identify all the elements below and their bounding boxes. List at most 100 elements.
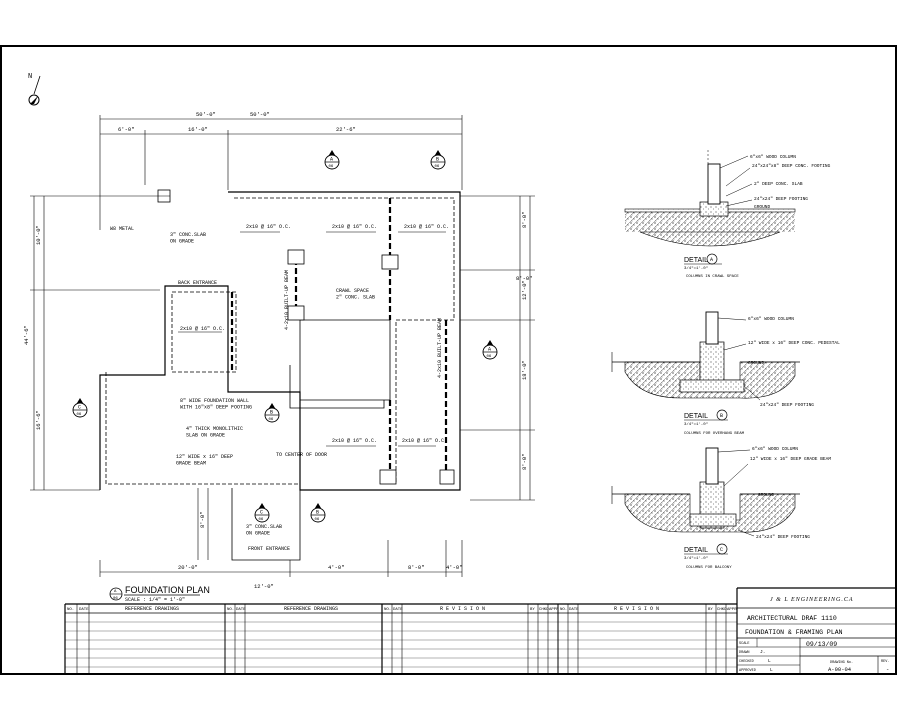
dim-right-d: 8'-0"	[521, 453, 528, 470]
section-marker-sheet: 06	[259, 518, 264, 522]
detail-a-note-2: 24"x24"x8" DEEP CONC. FOOTING	[752, 163, 831, 169]
dim-bottom-a: 20'-0"	[178, 564, 198, 571]
drawing-no: A-00-04	[828, 666, 852, 673]
detail-a-note-3: 2" DEEP CONC. SLAB	[754, 181, 803, 187]
section-marker-1: A06	[324, 150, 340, 170]
detail-b-note-4: 24"x24" DEEP FOOTING	[760, 402, 814, 408]
rev-header-chkd-1: CHKD	[539, 608, 549, 612]
dim-side-small: 8'-0"	[199, 511, 206, 528]
detail-c-caption: COLUMNS FOR BALCONY	[686, 566, 732, 570]
drawing-no-label: DRAWING No.	[830, 661, 853, 665]
dim-bottom-d: 4'-0"	[446, 564, 463, 571]
detail-c-note-1: 6"x6" WOOD COLUMN	[752, 446, 798, 452]
dim-right-b: 12'-0"	[521, 280, 528, 300]
section-marker-sheet: 06	[435, 165, 440, 169]
detail-c: 6"x6" WOOD COLUMN 12" WIDE x 16" DEEP GR…	[611, 446, 831, 570]
columns	[287, 249, 455, 485]
note-joist-f: 2x10 @ 16" O.C.	[402, 438, 447, 444]
note-front-entrance: FRONT ENTRANCE	[248, 546, 290, 552]
detail-b-note-2: 12" WIDE x 16" DEEP CONC. PEDESTAL	[748, 340, 840, 346]
detail-a: 6"x6" WOOD COLUMN 24"x24"x8" DEEP CONC. …	[624, 150, 831, 279]
note-center-of-door: TO CENTER OF DOOR	[276, 452, 327, 458]
dim-overall-top-center: 50'-0"	[250, 111, 270, 118]
dim-overall-top: 50'-0"	[196, 111, 216, 118]
section-marker-id: A	[330, 157, 333, 163]
course-name: ARCHITECTURAL DRAF 1110	[747, 615, 837, 622]
detail-a-scale: 3/4"=1'-0"	[684, 266, 708, 271]
detail-c-note-2: 12" WIDE x 16" DEEP GRADE BEAM	[750, 456, 831, 462]
title-block-grid	[64, 587, 897, 674]
detail-b-caption: COLUMNS FOR OVERHANG BEAM	[684, 432, 745, 436]
north-arrow-icon: N	[28, 73, 41, 106]
ref-header-drawings-2: REFERENCE DRAWINGS	[284, 606, 338, 612]
dim-left-overall: 44'-6"	[23, 325, 30, 345]
company-name: J & L ENGINEERING.CA	[770, 597, 854, 603]
drawing-sheet	[0, 45, 897, 675]
dim-side-right: 8'-0"	[516, 275, 533, 282]
rev-label: REV.	[881, 660, 889, 664]
svg-text:A: A	[114, 590, 117, 594]
date-value: 09/13/09	[806, 641, 837, 648]
building-outline	[99, 189, 461, 561]
note-joist-c: 2x10 @ 16" O.C.	[404, 224, 449, 230]
dim-right-c: 18'-0"	[521, 360, 528, 380]
section-marker-2: B 06	[430, 150, 446, 170]
section-marker-3: C06	[72, 398, 88, 418]
dim-bottom-c: 8'-0"	[408, 564, 425, 571]
detail-a-note-4: 24"x24" DEEP FOOTING	[754, 196, 808, 202]
detail-c-note-4: 24"x24" DEEP FOOTING	[756, 534, 810, 540]
note-joist-a: 2x10 @ 16" O.C.	[332, 224, 377, 230]
section-marker-5: B 06	[264, 403, 280, 423]
detail-a-id: A	[710, 257, 713, 263]
north-label: N	[28, 73, 32, 81]
note-joist-d: 2x10 @ 16" O.C.	[180, 326, 225, 332]
section-marker-sheet: 06	[487, 355, 492, 359]
section-marker-sheet: 06	[269, 418, 274, 422]
rev-header-by-2: BY	[708, 608, 713, 612]
section-marker-sheet: 06	[315, 518, 320, 522]
rev-header-appr-1: APPR	[549, 608, 559, 612]
note-joist-e: 2x10 @ 16" O.C.	[332, 438, 377, 444]
detail-b-note-3: GROUND	[748, 360, 765, 366]
rev-header-date-2: DATE	[569, 608, 579, 612]
drawn-value: J.	[760, 649, 765, 655]
section-marker-id: C	[260, 510, 263, 516]
plan-title: FOUNDATION PLAN	[125, 585, 210, 595]
dim-bottom-b: 4'-0"	[328, 564, 345, 571]
drawing-title: FOUNDATION & FRAMING PLAN	[745, 629, 843, 636]
dim-top-c: 22'-6"	[336, 126, 356, 133]
note-joist-b: 2x10 @ 16" O.C.	[246, 224, 291, 230]
ref-header-date-1: DATE	[79, 608, 89, 612]
rev-header-date-1: DATE	[393, 608, 403, 612]
detail-c-scale: 3/4"=1'-0"	[684, 556, 708, 561]
approved-value: L	[770, 667, 773, 673]
section-marker-id: B	[316, 510, 319, 516]
section-marker-7: B 06	[310, 503, 326, 523]
plan-title-block: A 06 FOUNDATION PLAN SCALE : 1/4" = 1'-0…	[109, 585, 210, 603]
ref-header-no-2: NO.	[227, 608, 234, 612]
checked-value: L	[768, 658, 771, 664]
dim-left-b: 16'-6"	[35, 410, 42, 430]
detail-a-caption: COLUMNS IN CRAWL SPACE	[686, 275, 739, 279]
detail-b-scale: 3/4"=1'-0"	[684, 422, 708, 427]
detail-b: 6"x6" WOOD COLUMN 12" WIDE x 16" DEEP CO…	[611, 311, 840, 436]
plan-scale: SCALE : 1/4" = 1'-0"	[125, 597, 185, 603]
section-marker-id: A	[488, 347, 491, 353]
detail-c-note-3: GROUND	[758, 492, 775, 498]
svg-text:06: 06	[113, 597, 118, 601]
approved-label: APPROVED	[739, 669, 756, 673]
section-marker-id: B	[270, 410, 273, 416]
dimension-lines	[30, 115, 535, 577]
joist-arrows	[178, 231, 446, 447]
rev-header-appr-2: APPR	[727, 608, 737, 612]
section-marker-id: B	[436, 157, 439, 163]
detail-c-id: C	[720, 547, 723, 553]
